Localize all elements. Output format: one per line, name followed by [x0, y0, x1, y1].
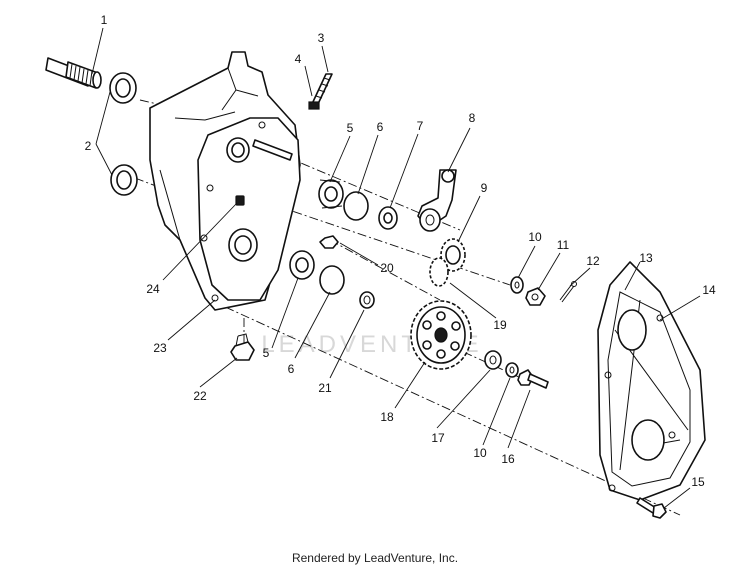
- part-shaft: [45, 57, 102, 89]
- callout-6-upper: 6: [377, 120, 384, 134]
- callout-3: 3: [318, 31, 325, 45]
- part-bearing-upper: [318, 179, 344, 209]
- callout-15: 15: [691, 475, 705, 489]
- part-driven-sprocket: [410, 300, 472, 370]
- callout-18: 18: [380, 410, 394, 424]
- callout-6-lower: 6: [288, 362, 295, 376]
- callout-8: 8: [469, 111, 476, 125]
- part-chaincase-cover: [597, 261, 706, 501]
- callout-14: 14: [702, 283, 716, 297]
- part-washer-upper: [510, 276, 524, 294]
- part-bolt-16: [517, 369, 549, 389]
- part-oring-upper: [343, 191, 369, 221]
- callout-11: 11: [557, 238, 570, 252]
- callout-23: 23: [153, 341, 167, 355]
- part-cotter-pin: [559, 281, 577, 303]
- callout-24: 24: [146, 282, 160, 296]
- footer-credit: Rendered by LeadVenture, Inc.: [291, 551, 459, 565]
- part-drain-plug: [230, 333, 255, 361]
- part-bushing: [378, 206, 398, 230]
- callout-7: 7: [417, 119, 424, 133]
- callout-9: 9: [481, 181, 488, 195]
- part-oring-lower: [319, 265, 345, 295]
- callout-5-lower: 5: [263, 346, 270, 360]
- callout-10-upper: 10: [528, 230, 542, 244]
- callout-13: 13: [639, 251, 653, 265]
- part-bearing-lower: [289, 250, 315, 280]
- part-chaincase-housing: [149, 51, 301, 311]
- callout-5-upper: 5: [347, 121, 354, 135]
- part-washer-mid: [359, 291, 375, 309]
- leader-lines: [91, 27, 701, 509]
- part-drive-sprocket: [429, 238, 466, 287]
- callout-20: 20: [380, 261, 394, 275]
- callout-labels: 1 2 3 4 5 6 7 8 9 10 11 12 13 14 15 16 1…: [85, 13, 716, 489]
- part-nut-small: [319, 235, 339, 249]
- part-cover-bolt: [636, 497, 667, 519]
- callout-21: 21: [318, 381, 332, 395]
- part-stud: [235, 195, 245, 206]
- callout-10-lower: 10: [473, 446, 487, 460]
- callout-2: 2: [85, 139, 92, 153]
- callout-22: 22: [193, 389, 207, 403]
- part-washer-lower: [505, 362, 519, 378]
- part-adjuster-bolt: [308, 73, 333, 110]
- callout-1: 1: [101, 13, 108, 27]
- callout-17: 17: [431, 431, 445, 445]
- part-seal-upper: [109, 72, 137, 104]
- callout-16: 16: [501, 452, 515, 466]
- callout-12: 12: [586, 254, 600, 268]
- part-washer-17: [484, 350, 502, 370]
- part-tensioner-arm: [417, 169, 457, 232]
- part-seal-lower: [110, 164, 138, 196]
- part-castle-nut: [525, 287, 546, 306]
- callout-19: 19: [493, 318, 507, 332]
- callout-4: 4: [295, 52, 302, 66]
